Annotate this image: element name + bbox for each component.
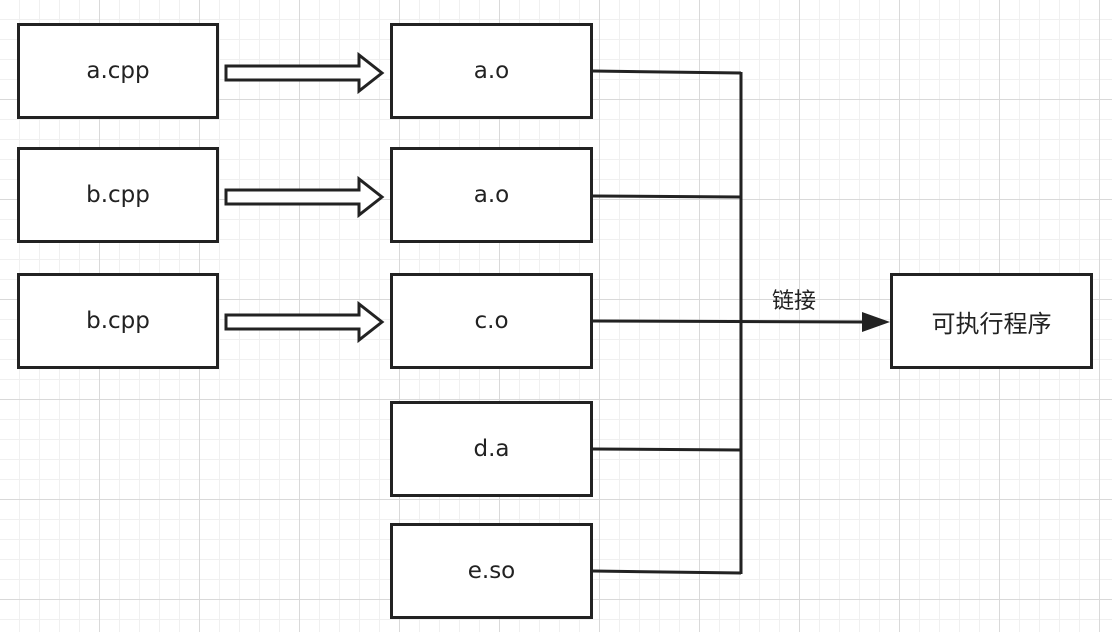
link-arrowhead	[862, 312, 890, 332]
object-label: d.a	[473, 436, 510, 462]
executable-box: 可执行程序	[890, 273, 1093, 369]
object-label: e.so	[467, 558, 516, 584]
compile-arrow-1	[224, 51, 385, 95]
link-line-a-o-1	[592, 69, 742, 75]
object-box-5: e.so	[390, 523, 593, 619]
object-label: a.o	[473, 182, 510, 208]
source-label: b.cpp	[86, 308, 150, 334]
link-line-d-a	[592, 447, 742, 452]
source-label: b.cpp	[86, 182, 150, 208]
object-label: a.o	[473, 58, 510, 84]
object-box-1: a.o	[390, 23, 593, 119]
source-box-3: b.cpp	[17, 273, 219, 369]
source-box-2: b.cpp	[17, 147, 219, 243]
object-box-3: c.o	[390, 273, 593, 369]
compile-arrow-2	[224, 175, 385, 219]
object-box-4: d.a	[390, 401, 593, 497]
link-line-e-so	[592, 569, 742, 575]
executable-label: 可执行程序	[931, 309, 1052, 338]
compile-arrow-3	[224, 300, 385, 344]
object-box-2: a.o	[390, 147, 593, 243]
link-line-a-o-2	[592, 194, 742, 199]
source-box-1: a.cpp	[17, 23, 219, 119]
object-label: c.o	[474, 308, 509, 334]
source-label: a.cpp	[86, 58, 150, 84]
link-label: 链接	[772, 289, 817, 314]
link-main-line	[592, 319, 867, 324]
